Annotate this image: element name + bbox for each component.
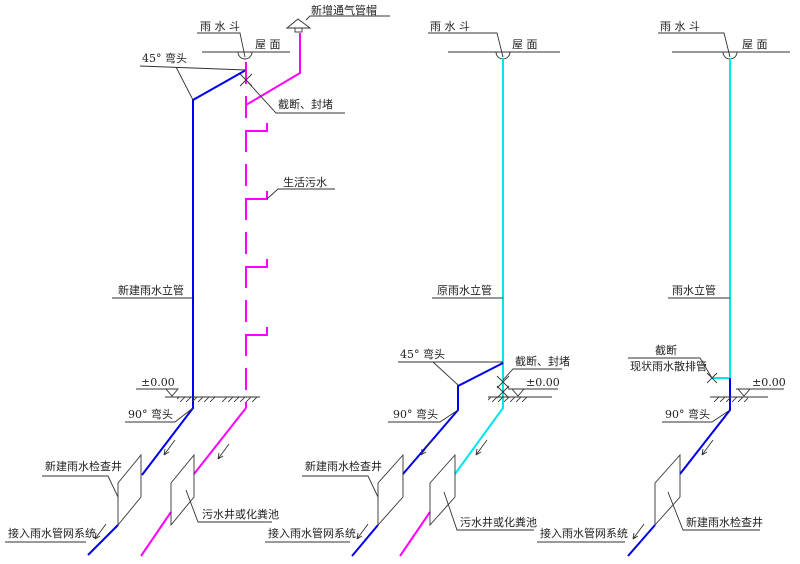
- vent-cap-leader: [305, 15, 390, 21]
- new-inspection-well-label: 新建雨水检查井: [45, 459, 122, 473]
- sewage-well-label: 污水井或化粪池: [460, 515, 537, 529]
- elevation-marker-icon: [136, 388, 179, 397]
- existing-drain-label: 现状雨水散排管: [630, 359, 707, 373]
- new-inspection-well-label: 新建雨水检查井: [686, 515, 763, 529]
- inspection-well-leader: [302, 475, 379, 498]
- sewage-outlet-pipe: [193, 407, 247, 475]
- existing-rain-riser: [712, 58, 731, 379]
- existing-rain-riser: [454, 58, 504, 475]
- rain-hopper-leader: [428, 32, 504, 58]
- vent-cap-icon: [285, 18, 312, 33]
- elevation-marker-icon: [508, 388, 558, 397]
- rain-hopper-icon: [237, 51, 253, 60]
- ground-hatch: [222, 397, 258, 402]
- cut-mark-icon: [496, 375, 510, 399]
- rain-hopper-label: 雨 水 斗: [430, 20, 470, 33]
- rain-hopper-label: 雨 水 斗: [200, 20, 240, 33]
- sewage-branch-stubs: [246, 123, 268, 336]
- elbow45-leader: [398, 361, 503, 386]
- sewage-well-leader: [443, 491, 534, 531]
- cut-seal-leader: [245, 79, 345, 114]
- new-riser-label: 新建雨水立管: [118, 283, 184, 297]
- new-inspection-well-label: 新建雨水检查井: [305, 459, 382, 473]
- new-inspection-well-icon: [117, 453, 142, 527]
- rain-hopper-label: 雨 水 斗: [660, 20, 700, 33]
- domestic-sewage-leader: [266, 188, 335, 200]
- sewage-outlet-pipe: [399, 511, 431, 557]
- roof-label: 屋 面: [512, 38, 538, 51]
- cut-label: 截断: [655, 343, 677, 357]
- connect-network-label: 接入雨水管网系统: [8, 526, 96, 540]
- elbow45-label: 45° 弯头: [400, 347, 445, 361]
- vent-cap-label: 新增通气管帽: [311, 3, 377, 17]
- elevation-label: ±0.00: [752, 376, 786, 389]
- new-rain-pipe: [679, 378, 731, 475]
- ground-hatch: [177, 397, 215, 402]
- rain-outlet-pipe: [627, 524, 656, 557]
- ground-hatch: [714, 397, 748, 402]
- sewage-well-icon: [429, 453, 456, 527]
- cut-seal-leader: [502, 368, 562, 381]
- cut-seal-label: 截断、封堵: [278, 97, 333, 111]
- new-inspection-well-icon: [654, 453, 681, 527]
- flow-arrow-icon: [356, 439, 488, 540]
- rain-hopper-leader: [197, 32, 246, 58]
- sewage-outlet-pipe-2: [140, 511, 172, 557]
- elbow90-leader: [125, 407, 194, 423]
- new-rain-riser: [141, 69, 247, 476]
- rain-outlet-pipe: [87, 524, 119, 556]
- flow-arrow-icon: [94, 439, 230, 540]
- inspection-well-leader: [42, 475, 119, 498]
- flow-arrow-icon: [632, 439, 714, 540]
- new-inspection-well-icon: [377, 453, 404, 527]
- riser-label: 原雨水立管: [437, 283, 492, 297]
- roof-label: 屋 面: [255, 38, 281, 51]
- elbow45-label: 45° 弯头: [142, 51, 187, 65]
- sewage-well-icon: [170, 453, 195, 527]
- elbow90-leader: [388, 409, 459, 423]
- elbow90-label: 90° 弯头: [128, 407, 173, 421]
- sewage-well-leader: [185, 489, 272, 523]
- panel-3-scattered-drain-scheme: 雨 水 斗 屋 面 截断 现状雨水散排管 雨水立管 ±0.00 90° 弯头 新…: [537, 20, 790, 557]
- sewage-well-label: 污水井或化粪池: [202, 507, 279, 521]
- elbow90-label: 90° 弯头: [393, 407, 438, 421]
- roof-label: 屋 面: [742, 38, 768, 51]
- elbow90-leader: [662, 409, 731, 423]
- elevation-marker-icon: [736, 388, 784, 397]
- rain-outlet-pipe: [351, 524, 379, 557]
- elevation-label: ±0.00: [526, 376, 560, 389]
- elevation-label: ±0.00: [141, 376, 175, 389]
- connect-network-label: 接入雨水管网系统: [540, 526, 628, 540]
- cut-leader: [628, 357, 713, 379]
- panel-2-existing-riser-scheme: 雨 水 斗 屋 面 45° 弯头 截断、封堵 原雨水立管 ±0.00 90° 弯…: [265, 20, 570, 557]
- inspection-well-leader: [667, 491, 760, 531]
- riser-label: 雨水立管: [672, 283, 716, 297]
- elbow45-leader: [139, 65, 247, 101]
- cut-seal-label: 截断、封堵: [515, 354, 570, 368]
- ground-hatch: [488, 397, 528, 402]
- panel-1-new-riser-scheme: 雨 水 斗 屋 面 新增通气管帽 45° 弯头 截断、封堵 生活污水 新建雨水立: [5, 3, 390, 557]
- vent-pipe: [245, 33, 301, 106]
- domestic-sewage-label: 生活污水: [283, 175, 327, 189]
- rain-hopper-leader: [658, 32, 731, 58]
- connect-network-label: 接入雨水管网系统: [268, 526, 356, 540]
- elbow90-label: 90° 弯头: [665, 407, 710, 421]
